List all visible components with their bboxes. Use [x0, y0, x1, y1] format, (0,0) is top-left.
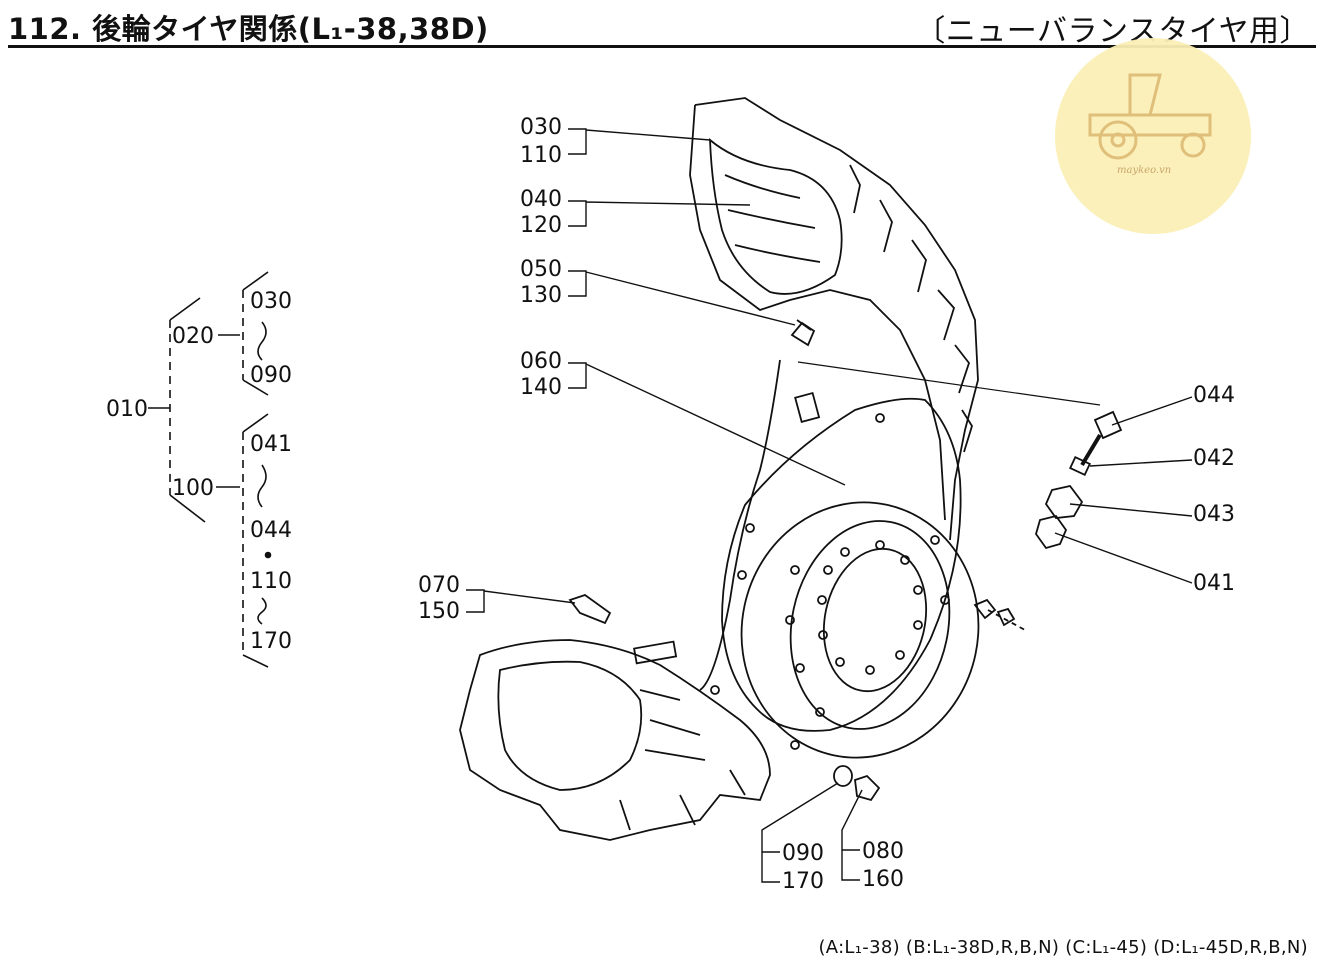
callout-080-top: 080: [862, 839, 904, 864]
parts-tree: [148, 271, 272, 668]
wheel-bolt-holes: [710, 413, 950, 750]
valve-part-041: 041: [1193, 571, 1235, 596]
callout-080-bottom: 160: [862, 867, 904, 892]
callout-060-bottom: 140: [520, 375, 562, 400]
callout-070-bottom: 150: [418, 599, 460, 624]
callout-050-bottom: 130: [520, 283, 562, 308]
valve-part-044: 044: [1193, 383, 1235, 408]
callout-090-bottom: 170: [782, 869, 824, 894]
watermark-text: maykeo.vn: [1117, 165, 1172, 176]
tree-group-020-label: 020: [172, 324, 214, 349]
tree-100-range-a: 041: [250, 432, 292, 457]
callout-030-top: 030: [520, 115, 562, 140]
tree-root-label: 010: [106, 397, 148, 422]
tree-020-range-end: 090: [250, 363, 292, 388]
tire-type-subtitle: 〔ニューバランスタイヤ用〕: [915, 14, 1310, 49]
tractor-icon: [1088, 73, 1212, 160]
callout-030-bottom: 110: [520, 143, 562, 168]
callout-040-top: 040: [520, 187, 562, 212]
tree-100-range-c: 110: [250, 569, 292, 594]
valve-part-042: 042: [1193, 446, 1235, 471]
tire-drawing: [459, 97, 1123, 841]
callout-090-top: 090: [782, 841, 824, 866]
header-rule: [8, 45, 1316, 48]
page-title: 112. 後輪タイヤ関係(L₁-38,38D): [8, 12, 489, 46]
callout-040-bottom: 120: [520, 213, 562, 238]
callout-070-top: 070: [418, 573, 460, 598]
tree-100-range-d: 170: [250, 629, 292, 654]
callout-060-top: 060: [520, 349, 562, 374]
tree-group-100-label: 100: [172, 476, 214, 501]
tree-100-range-b: 044: [250, 518, 292, 543]
leader-lines: [466, 128, 1193, 883]
callout-050-top: 050: [520, 257, 562, 282]
tree-020-range-start: 030: [250, 289, 292, 314]
model-applicability-footer: (A:L₁-38) (B:L₁-38D,R,B,N) (C:L₁-45) (D:…: [818, 937, 1308, 958]
valve-part-043: 043: [1193, 502, 1235, 527]
